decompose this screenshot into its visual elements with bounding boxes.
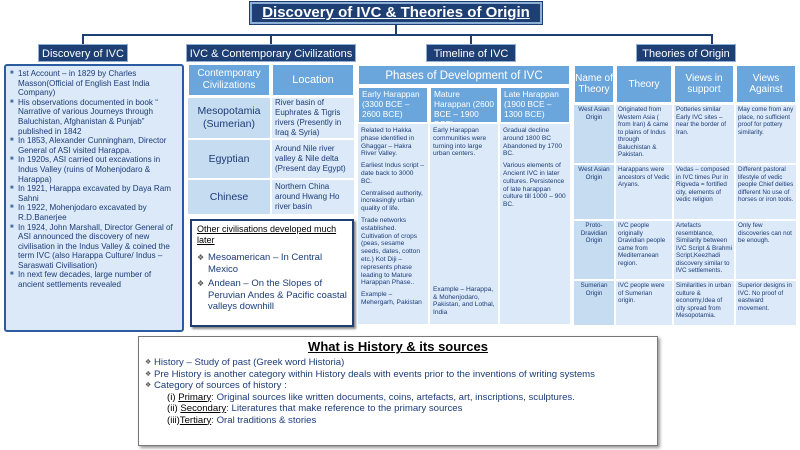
- theory-name: West Asian Origin: [574, 105, 614, 163]
- column-header-against: Views Against: [736, 65, 796, 103]
- source-text: : Oral traditions & stories: [211, 414, 317, 426]
- theory-text: Harappans were ancestors of Vedic Aryans…: [616, 165, 672, 219]
- list-item: Andean – On the Slopes of Peruvian Andes…: [197, 278, 347, 313]
- column-header-location: Location: [272, 64, 354, 96]
- connector-line: [270, 34, 272, 44]
- column-header-theory: Theory: [616, 65, 672, 103]
- theory-against: Superior designs in IVC. No proof of eas…: [736, 281, 796, 325]
- list-item: History – Study of past (Greek word Hist…: [145, 357, 651, 369]
- phase-point: Gradual decline around 1800 BC Abandoned…: [503, 127, 563, 158]
- source-text: : Literatures that make reference to the…: [226, 403, 463, 414]
- phase-point: Early Harappan communities were turning …: [433, 127, 487, 158]
- phase-point: Example – Harappa, & Mohenjodaro, Pakist…: [433, 285, 495, 317]
- theory-text: Originated from Western Asia ( from Iran…: [616, 105, 672, 163]
- list-item: In 1920s, ASI carried out excavations in…: [10, 155, 179, 184]
- list-item: 1st Account – in 1829 by Charles Masson(…: [10, 69, 179, 98]
- phase-point: Various elements of Ancient IVC in later…: [503, 162, 566, 209]
- page-title: Discovery of IVC & Theories of Origin: [250, 2, 542, 24]
- source-key: Tertiary: [179, 414, 212, 426]
- phase-late-harappan-header: Late Harappan (1900 BCE – 1300 BCE): [500, 87, 570, 123]
- source-item-primary: (i) Primary: Original sources like writt…: [145, 392, 651, 404]
- civilization-name: Egyptian: [188, 140, 270, 178]
- theory-name: Proto-Dravidian Origin: [574, 221, 614, 279]
- list-item: Pre History is another category within H…: [145, 369, 651, 381]
- connector-line: [82, 34, 712, 36]
- source-key: Secondary: [180, 403, 227, 414]
- theory-text: IVC people were of Sumerian origin.: [616, 281, 672, 325]
- column-header-civilizations: Contemporary Civilizations: [188, 64, 270, 96]
- theory-name: Sumerian Origin: [574, 281, 614, 325]
- list-item: In next few decades, large number of anc…: [10, 270, 179, 289]
- source-key: Primary: [178, 391, 212, 403]
- connector-line: [711, 34, 713, 44]
- theory-support: Artefacts resemblance, Similarity betwee…: [674, 221, 734, 279]
- column-header-support: Views in support: [674, 65, 734, 103]
- theory-support: Similarities in urban culture & economy,…: [674, 281, 734, 325]
- civilization-name: Chinese: [188, 180, 270, 214]
- theory-against: Different pastoral lifestyle of vedic pe…: [736, 165, 796, 219]
- civilization-location: Around Nile river valley & Nile delta (P…: [272, 140, 354, 178]
- phases-title: Phases of Development of IVC: [358, 65, 570, 85]
- header-theories: Theories of Origin: [636, 44, 736, 62]
- list-item: Category of sources of history :: [145, 380, 651, 392]
- list-item: Mesoamerican – In Central Mexico: [197, 252, 347, 275]
- other-civilisations-title: Other civilisations developed much later: [197, 224, 337, 245]
- discovery-panel: 1st Account – in 1829 by Charles Masson(…: [4, 64, 184, 332]
- phase-late-harappan-details: Gradual decline around 1800 BC Abandoned…: [500, 124, 570, 324]
- connector-line: [82, 34, 84, 44]
- history-title: What is History & its sources: [308, 339, 488, 354]
- theory-against: May come from any place, no sufficient p…: [736, 105, 796, 163]
- header-discovery: Discovery of IVC: [38, 44, 128, 62]
- list-item: In 1921, Harappa excavated by Daya Ram S…: [10, 184, 179, 203]
- list-item: In 1922, Mohenjodaro excavated by R.D.Ba…: [10, 203, 179, 222]
- phase-point: Earliest Indus script – date back to 300…: [361, 162, 425, 185]
- connector-line: [470, 34, 472, 44]
- civilization-location: River basin of Euphrates & Tigris rivers…: [272, 98, 354, 138]
- source-item-tertiary: (iii)Tertiary: Oral traditions & stories: [145, 415, 651, 427]
- source-number: (ii): [167, 403, 178, 414]
- phase-point: Related to Hakka phase identified in Gha…: [361, 127, 415, 158]
- list-item: In 1924, John Marshall, Director General…: [10, 223, 179, 271]
- phase-point: Example – Mehergarh, Pakistan: [361, 291, 422, 306]
- civilization-location: Northern China around Hwang Ho river bas…: [272, 180, 354, 214]
- theory-against: Only few discoveries can not be enough.: [736, 221, 796, 279]
- connector-line: [395, 25, 397, 35]
- column-header-theory-name: Name of Theory: [574, 65, 614, 103]
- theory-support: Potteries similar Early IVC sites – near…: [674, 105, 734, 163]
- phase-mature-harappan-details: Early Harappan communities were turning …: [430, 124, 498, 324]
- civilization-name: Mesopotamia (Sumerian): [188, 98, 270, 138]
- other-civilisations-box: Other civilisations developed much later…: [190, 219, 354, 327]
- theory-text: IVC people originally Dravidian people c…: [616, 221, 672, 279]
- phase-early-harappan-header: Early Harappan (3300 BCE – 2600 BCE): [358, 87, 428, 123]
- source-number: (i): [167, 391, 176, 403]
- source-item-secondary: (ii) Secondary: Literatures that make re…: [145, 403, 651, 415]
- header-timeline: Timeline of IVC: [426, 44, 516, 62]
- list-item: His observations documented in book “ Na…: [10, 98, 179, 136]
- phase-point: Centralised authority, increasingly urba…: [361, 189, 423, 213]
- source-number: (iii): [167, 414, 180, 426]
- phase-mature-harappan-header: Mature Harappan (2600 BCE – 1900 BCE): [430, 87, 498, 129]
- phase-early-harappan-details: Related to Hakka phase identified in Gha…: [358, 124, 428, 324]
- list-item: In 1853, Alexander Cunningham, Director …: [10, 136, 179, 155]
- source-text: : Original sources like written document…: [211, 391, 575, 403]
- theory-support: Vedas – composed in IVC times Pur in Rig…: [674, 165, 734, 219]
- header-contemporary: IVC & Contemporary Civilizations: [186, 44, 356, 62]
- theory-name: West Asian Origin: [574, 165, 614, 219]
- history-box: What is History & its sources History – …: [138, 336, 658, 446]
- phase-point: Trade networks established. Cultivation …: [361, 216, 421, 287]
